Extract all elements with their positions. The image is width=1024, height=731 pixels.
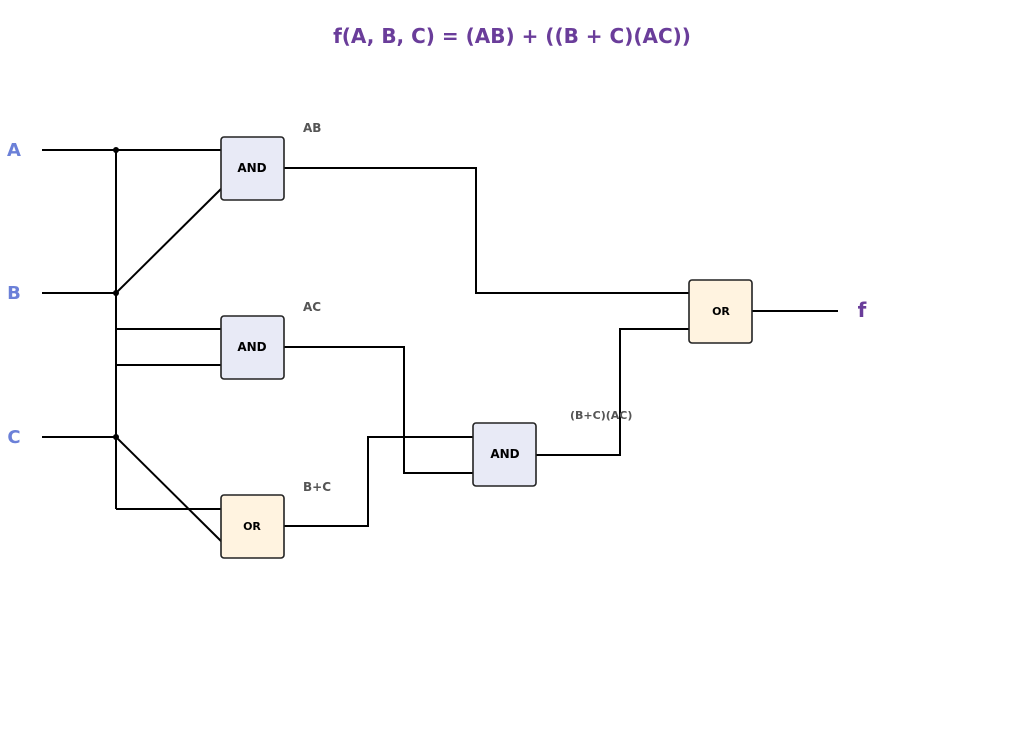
gate-and-bc-ac-label: (B+C)(AC) xyxy=(570,409,632,422)
gate-and-ac-label: AC xyxy=(303,300,321,314)
gate-and-ac-box xyxy=(220,315,285,380)
formula-title: f(A, B, C) = (AB) + ((B + C)(AC)) xyxy=(333,24,691,48)
input-label-a: A xyxy=(7,140,21,161)
gate-and-ab-box xyxy=(220,136,285,201)
gate-or-final-type: OR xyxy=(712,305,730,318)
wire-ab-to-or-final xyxy=(281,167,692,294)
wires xyxy=(42,149,838,545)
gate-or-bc-type: OR xyxy=(243,520,261,533)
gate-and-ac: AND AC xyxy=(220,300,321,380)
gate-or-final-box xyxy=(688,279,753,344)
junction-dot xyxy=(113,290,119,296)
gate-and-ac-type: AND xyxy=(237,340,266,354)
gate-and-ab: AND AB xyxy=(220,121,321,201)
junction-dot xyxy=(113,434,119,440)
gate-and-bc-ac-type: AND xyxy=(490,447,519,461)
gate-or-bc-box xyxy=(220,494,285,559)
gate-and-ab-label: AB xyxy=(303,121,321,135)
gate-or-bc-label: B+C xyxy=(303,480,331,494)
wire-b-to-and-ab xyxy=(115,185,225,294)
wire-bc-to-and-final xyxy=(281,436,477,527)
gate-and-ab-type: AND xyxy=(237,161,266,175)
input-label-b: B xyxy=(7,283,21,304)
gate-or-bc: OR B+C xyxy=(220,480,331,559)
gate-and-bc-ac-box xyxy=(472,422,537,487)
junctions xyxy=(113,147,119,440)
gate-or-final: OR xyxy=(688,279,753,344)
gate-and-bc-ac: AND (B+C)(AC) xyxy=(472,409,632,487)
input-label-c: C xyxy=(7,427,20,448)
wire-bcac-to-or-final xyxy=(533,328,692,456)
wire-c-to-or-bc xyxy=(115,436,225,545)
junction-dot xyxy=(113,147,119,153)
output-label-f: f xyxy=(858,298,867,322)
wire-ac-to-and-final xyxy=(281,346,477,474)
